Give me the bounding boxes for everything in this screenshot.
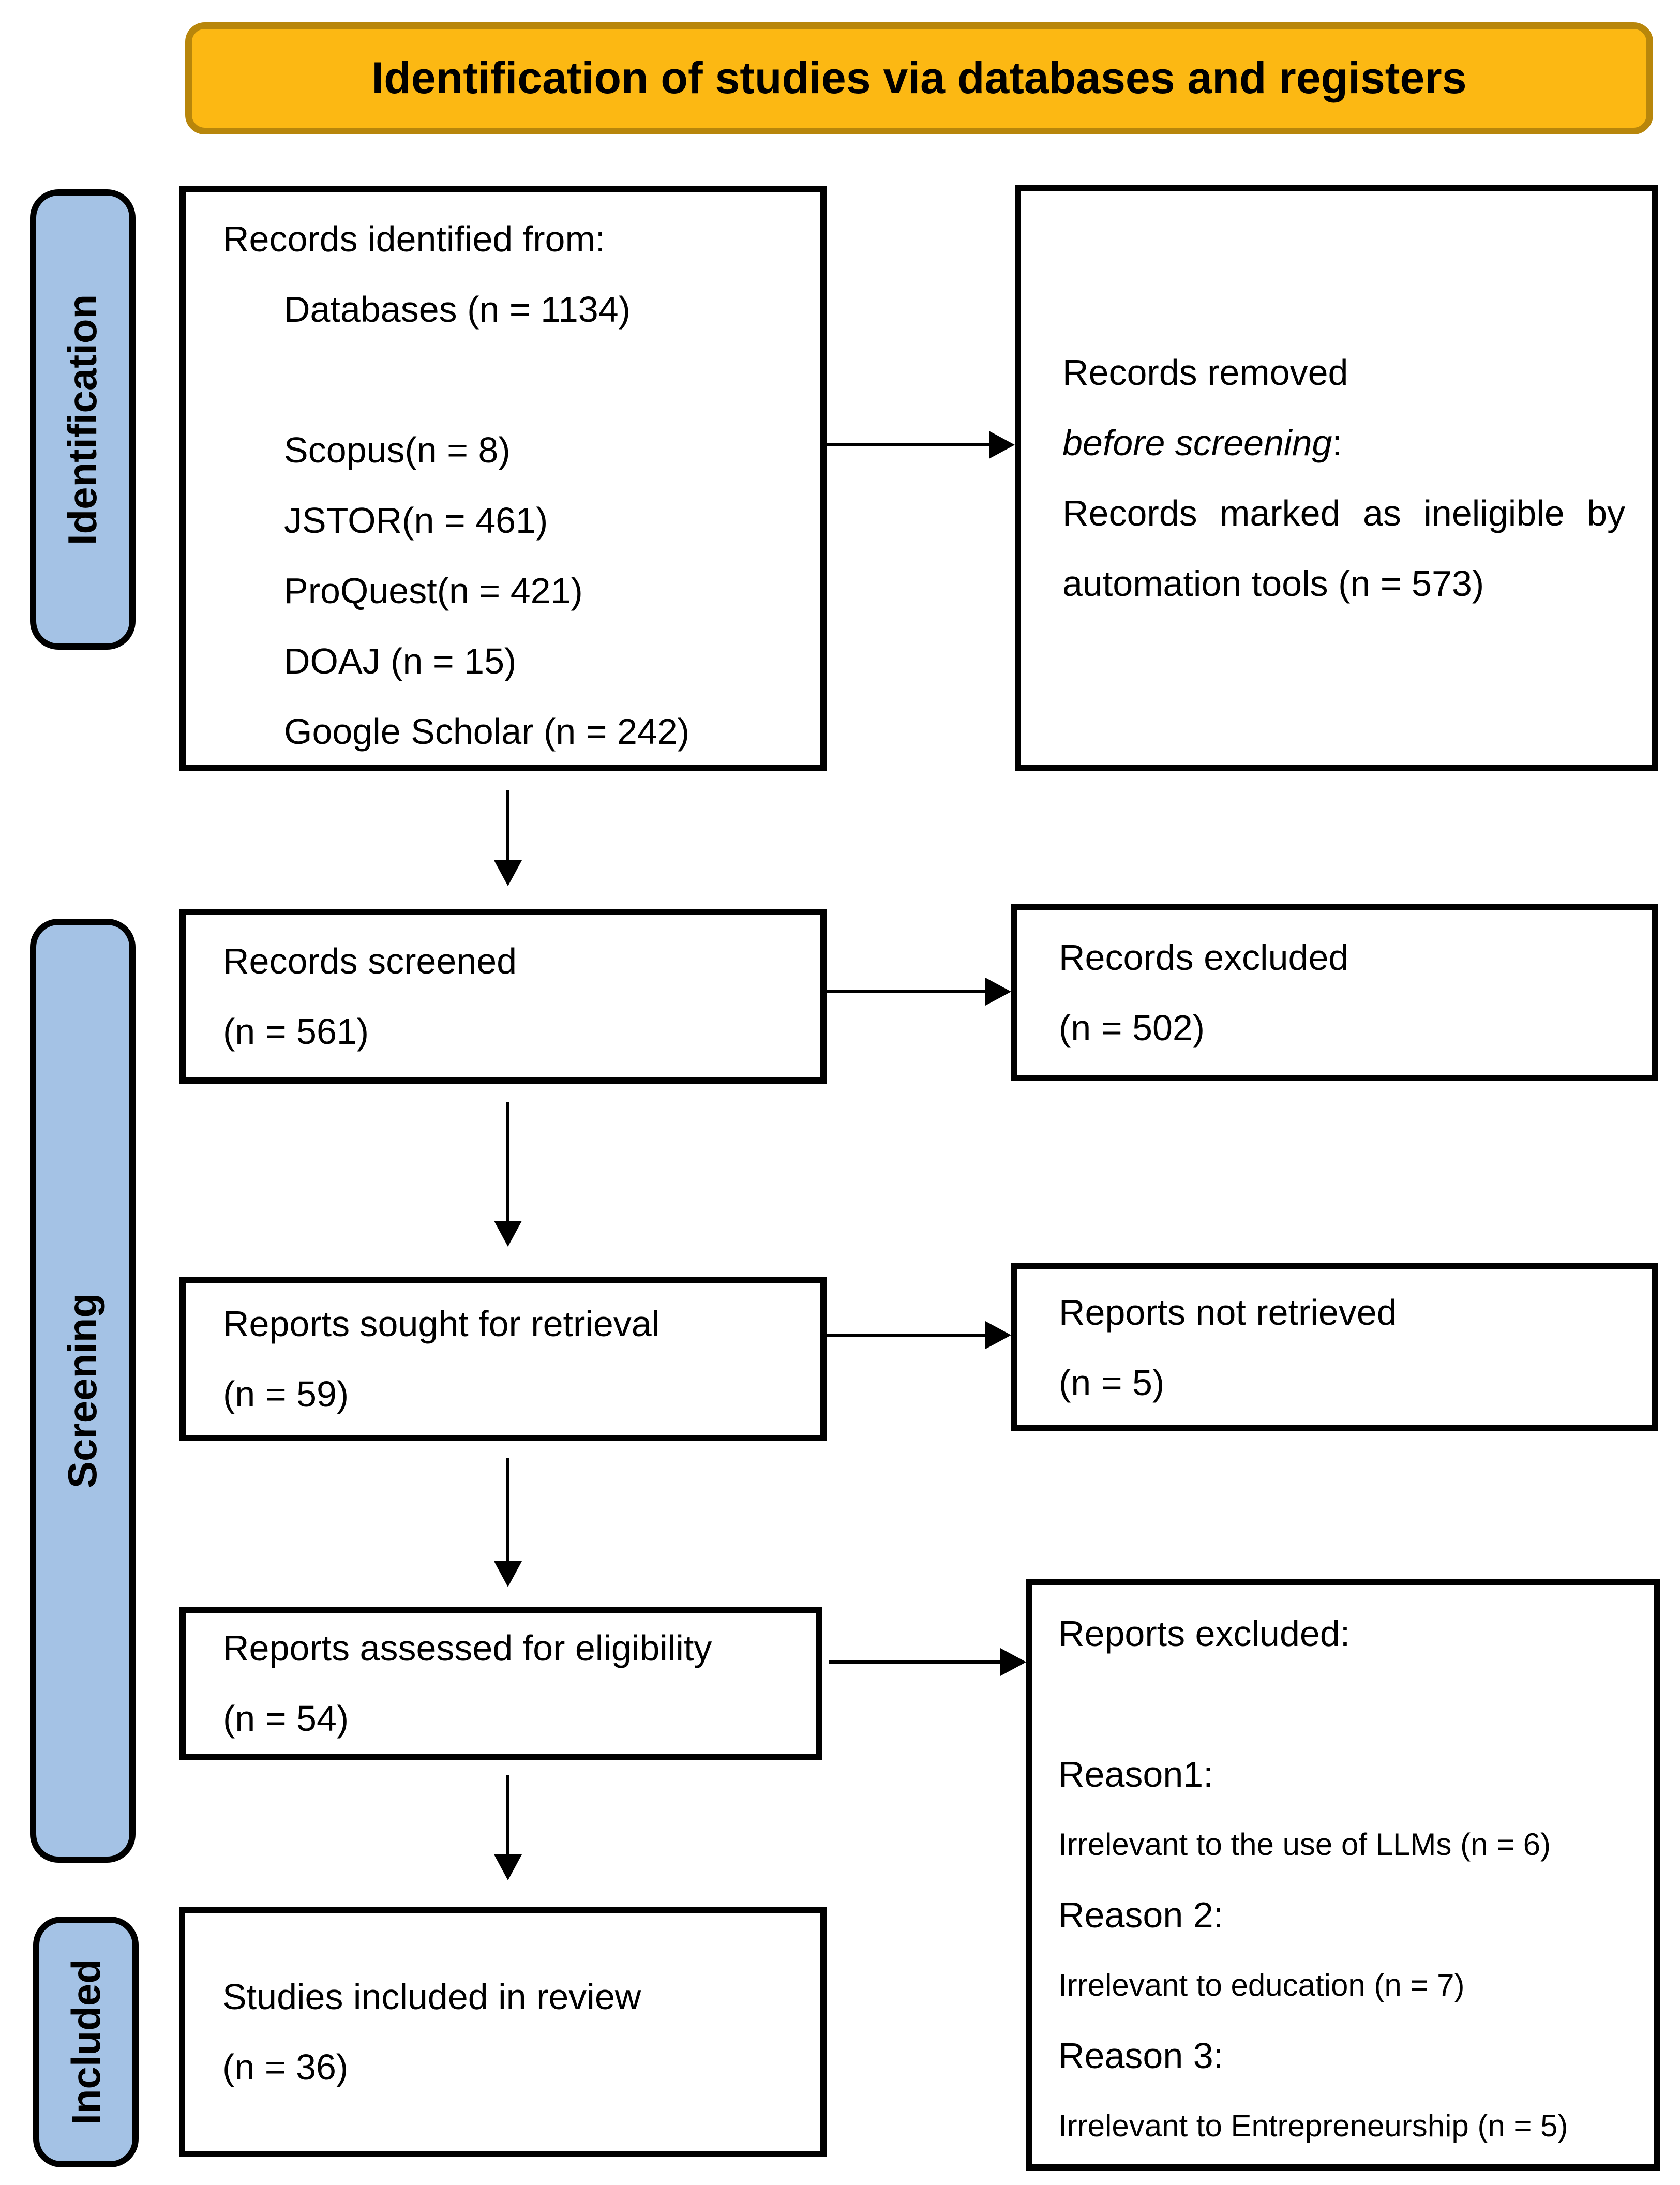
reports-assessed-line2: (n = 54) — [223, 1698, 349, 1739]
before-screening-colon: : — [1332, 423, 1342, 463]
records-excluded-box: Records excluded (n = 502) — [1011, 904, 1658, 1081]
records-removed-line4: automation tools (n = 573) — [1062, 563, 1484, 604]
arrow-right-identified-to-removed — [827, 443, 989, 446]
title-banner-label: Identification of studies via databases … — [371, 53, 1467, 103]
records-removed-line2: before screening: — [1062, 408, 1626, 478]
arrow-right-icon — [1000, 1648, 1026, 1676]
reports-not-retrieved-box: Reports not retrieved (n = 5) — [1011, 1263, 1658, 1431]
records-excluded-line1: Records excluded — [1059, 937, 1349, 978]
reason3-detail: Irrelevant to Entrepreneurship (n = 5) — [1058, 2108, 1568, 2143]
arrow-down-icon — [494, 1561, 522, 1587]
reason1-label: Reason1: — [1058, 1754, 1213, 1794]
stage-tab-screening: Screening — [30, 919, 136, 1863]
records-removed-line3: Records marked as ineligible by — [1062, 493, 1626, 533]
records-screened-line1: Records screened — [223, 941, 517, 981]
stage-tab-identification: Identification — [30, 189, 136, 650]
records-identified-source: ProQuest(n = 421) — [284, 571, 583, 611]
arrow-down-identified-to-screened — [506, 790, 509, 860]
reason2-detail: Irrelevant to education (n = 7) — [1058, 1968, 1465, 2002]
blank-line — [1058, 1669, 1643, 1739]
title-banner: Identification of studies via databases … — [185, 22, 1653, 134]
reports-excluded-heading: Reports excluded: — [1058, 1613, 1351, 1654]
arrow-right-assessed-to-excluded — [829, 1660, 1000, 1664]
arrow-right-icon — [985, 1321, 1011, 1349]
arrow-right-screened-to-excluded — [827, 990, 985, 993]
reports-not-retrieved-line1: Reports not retrieved — [1059, 1292, 1397, 1333]
records-screened-box: Records screened (n = 561) — [179, 909, 827, 1084]
arrow-down-assessed-to-included — [506, 1775, 509, 1854]
reports-sought-line2: (n = 59) — [223, 1374, 349, 1414]
stage-tab-included: Included — [33, 1917, 139, 2167]
stage-tab-included-label: Included — [63, 1959, 109, 2125]
reports-excluded-box: Reports excluded: Reason1: Irrelevant to… — [1026, 1579, 1660, 2171]
arrow-down-sought-to-assessed — [506, 1458, 509, 1561]
stage-tab-identification-label: Identification — [59, 294, 106, 545]
reports-not-retrieved-line2: (n = 5) — [1059, 1362, 1165, 1403]
studies-included-line1: Studies included in review — [222, 1977, 641, 2017]
records-identified-databases: Databases (n = 1134) — [284, 289, 631, 330]
blank-line — [223, 345, 800, 415]
arrow-down-screened-to-sought — [506, 1102, 509, 1221]
reports-sought-line1: Reports sought for retrieval — [223, 1304, 660, 1344]
arrow-down-icon — [494, 1854, 522, 1880]
arrow-right-sought-to-not-retrieved — [827, 1334, 985, 1337]
records-screened-line2: (n = 561) — [223, 1011, 369, 1052]
studies-included-box: Studies included in review (n = 36) — [179, 1907, 827, 2157]
records-identified-source: JSTOR(n = 461) — [284, 500, 548, 541]
reports-sought-box: Reports sought for retrieval (n = 59) — [179, 1277, 827, 1441]
reason3-label: Reason 3: — [1058, 2036, 1224, 2076]
before-screening-italic: before screening — [1062, 423, 1332, 463]
records-removed-line1: Records removed — [1062, 352, 1348, 393]
reason1-detail: Irrelevant to the use of LLMs (n = 6) — [1058, 1827, 1551, 1862]
records-identified-heading: Records identified from: — [223, 219, 606, 259]
studies-included-line2: (n = 36) — [222, 2047, 349, 2087]
records-excluded-line2: (n = 502) — [1059, 1008, 1205, 1048]
records-identified-source: Google Scholar (n = 242) — [284, 711, 690, 752]
records-removed-box: Records removed before screening: Record… — [1015, 185, 1658, 771]
records-identified-source: Scopus(n = 8) — [284, 430, 511, 470]
records-identified-source: DOAJ (n = 15) — [284, 641, 517, 681]
reports-assessed-box: Reports assessed for eligibility (n = 54… — [179, 1607, 822, 1760]
stage-tab-screening-label: Screening — [59, 1293, 106, 1489]
reports-assessed-line1: Reports assessed for eligibility — [223, 1628, 712, 1668]
arrow-right-icon — [989, 431, 1015, 459]
arrow-down-icon — [494, 1221, 522, 1247]
arrow-down-icon — [494, 860, 522, 886]
reason2-label: Reason 2: — [1058, 1895, 1224, 1935]
arrow-right-icon — [985, 978, 1011, 1006]
records-identified-box: Records identified from: Databases (n = … — [179, 186, 827, 771]
